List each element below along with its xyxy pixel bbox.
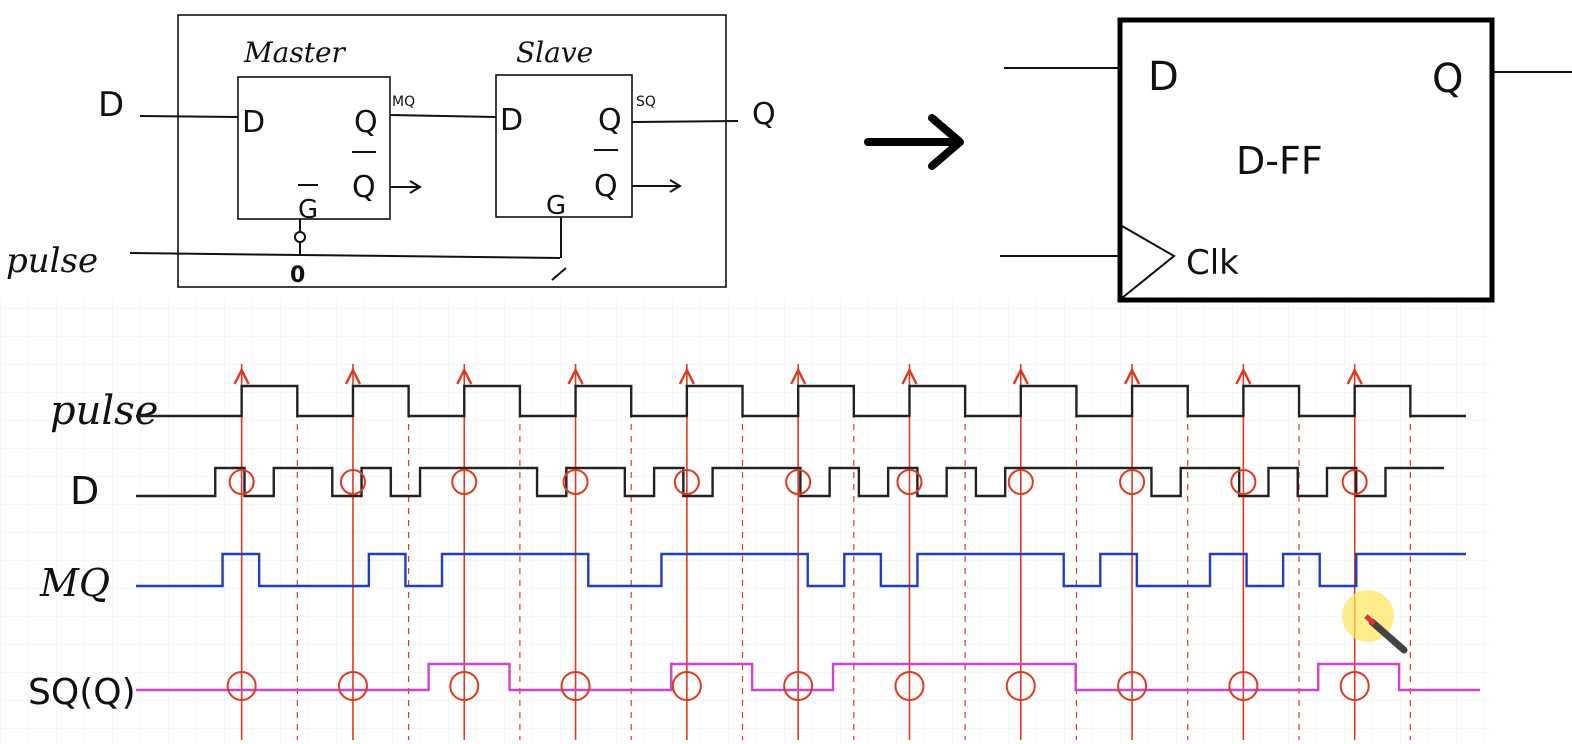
sample-circle [228,469,255,495]
edge-arrow-icon [456,367,473,385]
mq-tag: MQ [392,94,415,110]
sample-circle [1117,671,1148,701]
sample-circle [560,671,591,701]
pen-cursor-icon [1342,590,1408,654]
sq-row-label: SQ(Q) [28,672,136,713]
edge-arrow-icon [1124,367,1141,385]
sample-circle [562,469,589,495]
circuit-labels: Master Slave D pulse Q D Q Q G 0 D Q Q G… [6,36,776,288]
master-qbar-pin: Q [352,170,376,205]
sample-circle [339,469,366,495]
edge-arrow-icon [901,367,918,385]
dff-d-pin: D [1148,54,1179,100]
dff-q-pin: Q [1432,56,1463,102]
sample-circle [226,671,257,701]
master-qbar-arrow [390,180,422,194]
pulse-wire [129,252,561,259]
mq-wire [389,114,497,118]
slave-gate-tick [551,267,567,281]
sample-circle [451,469,478,495]
edge-arrow-icon [233,367,250,385]
grid-background [0,300,1490,744]
master-latch-box [237,76,391,220]
sample-circle [783,671,814,701]
d-row-label: D [70,469,99,513]
master-q-pin: Q [354,105,378,140]
slave-latch-box [495,74,633,218]
sample-circle [1230,469,1257,495]
dff-name: D-FF [1236,139,1323,183]
sample-circle [1339,671,1370,701]
edge-annotations [226,367,1370,701]
dff-box [1117,17,1495,303]
pulse-row-label: pulse [50,388,158,434]
master-gate-value: 0 [290,263,305,288]
sample-circle [671,671,702,701]
slave-qbar-pin: Q [594,169,618,204]
d-waveform [136,466,1444,498]
timing-diagram: pulse D MQ SQ(Q) [28,364,1480,740]
d-input-wire [139,115,239,118]
edge-guide-lines [240,364,1411,740]
slave-title: Slave [516,36,593,69]
edge-arrow-icon [1346,367,1363,385]
circuit-output-q-label: Q [752,97,776,132]
sample-circle [673,469,700,495]
sq-waveform [136,662,1480,692]
circuit-input-d-label: D [98,85,124,125]
master-slave-circuit [129,14,739,288]
slave-gate-pin: G [546,191,566,221]
dff-clk-pin: Clk [1186,243,1239,283]
mq-row-label: MQ [39,561,110,605]
slave-d-pin: D [500,103,523,138]
gate-inversion-bubble [294,231,306,243]
edge-arrow-icon [1012,367,1029,385]
dff-block: D Q D-FF Clk [1000,17,1572,303]
sq-tag: SQ [636,94,656,110]
edge-arrow-icon [790,367,807,385]
slave-q-pin: Q [598,103,622,138]
edge-arrow-icon [567,367,584,385]
mq-waveform [136,552,1466,588]
master-gate-pin: G [298,195,318,225]
sample-circle [449,671,480,701]
q-output-wire [631,120,739,123]
master-title: Master [243,36,347,69]
slave-qbar-arrow [632,179,682,193]
sample-circle [894,671,925,701]
sample-circle [1228,671,1259,701]
clock-edge-triangle [1121,225,1176,299]
sample-circle [1119,469,1146,495]
circuit-outer-frame [177,14,727,288]
edge-arrow-icon [344,367,362,385]
sample-circle [896,469,923,495]
sample-circle [337,671,368,701]
edge-arrow-icon [678,367,695,385]
circuit-pulse-label: pulse [6,241,98,281]
sample-circle [1007,469,1034,495]
sample-circle [1341,469,1368,495]
master-d-pin: D [242,105,265,140]
sample-circle [1005,671,1036,701]
pulse-waveform [136,384,1466,418]
sample-circle [785,469,812,495]
right-arrow-icon [864,114,964,170]
edge-arrow-icon [1235,367,1252,385]
